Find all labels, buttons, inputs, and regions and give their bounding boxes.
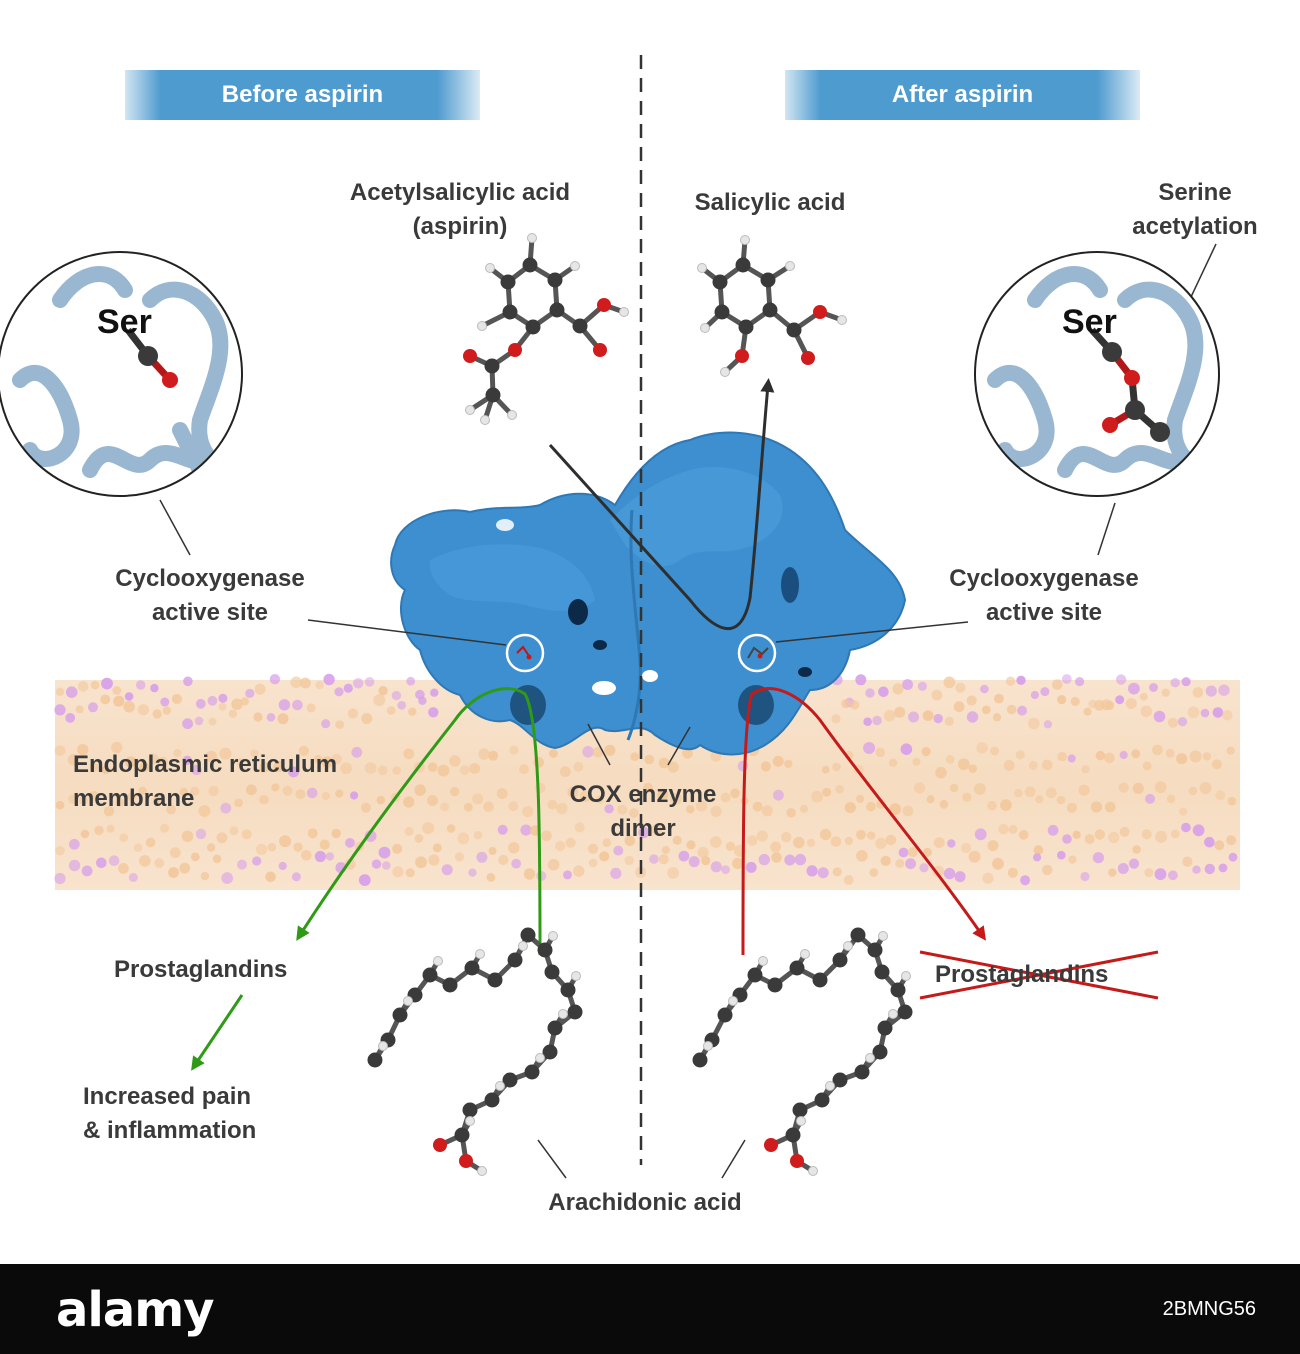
active-site-left-line2: active site: [151, 599, 269, 626]
arachidonic-acid-right-molecule: [692, 927, 913, 1176]
arachidonic-acid-left-molecule: [367, 927, 583, 1176]
active-site-right: [737, 633, 777, 673]
arachidonic-acid-label: Arachidonic acid: [548, 1189, 742, 1216]
blocked-cross: [919, 950, 1159, 1000]
active-site-left: [505, 633, 545, 673]
aspirin-pathway-arrow: [548, 378, 775, 631]
pain-line1: Increased pain: [83, 1083, 252, 1110]
zoom-circle-left: [0, 251, 243, 497]
salicylic-acid-label: Salicylic acid: [694, 189, 846, 216]
ser-label-left: Ser: [97, 303, 152, 341]
salicylic-acid-molecule: [697, 235, 847, 377]
active-site-left-line1: Cyclooxygenase: [115, 565, 305, 592]
green-arrow-pain: [191, 994, 244, 1071]
footer-logo: alamy: [56, 1282, 215, 1338]
lipid-heads: [54, 673, 1238, 886]
footer-bar: alamy 2BMNG56: [0, 1264, 1300, 1354]
membrane-label-line2: membrane: [73, 785, 195, 812]
aspirin-molecule: [463, 233, 629, 425]
before-aspirin-header: Before aspirin: [125, 70, 480, 120]
ser-stick-left: [125, 327, 178, 388]
cox-dimer-label: COX enzyme dimer: [548, 778, 738, 846]
aspirin-label: Acetylsalicylic acid (aspirin): [320, 176, 600, 244]
membrane-label: Endoplasmic reticulum membrane: [73, 748, 337, 816]
ser-label-right: Ser: [1062, 303, 1117, 341]
active-site-right-line2: active site: [985, 599, 1103, 626]
serine-acetylation-label: Serine acetylation: [1110, 176, 1280, 244]
green-arrow-prostaglandins: [296, 687, 542, 956]
cox-dimer-line2: dimer: [610, 815, 676, 842]
diagram-artwork: [0, 55, 1240, 1179]
prostaglandins-label: Prostaglandins: [114, 956, 288, 983]
active-site-right-line1: Cyclooxygenase: [949, 565, 1139, 592]
cox-dimer-line1: COX enzyme: [569, 781, 717, 808]
footer-image-id: 2BMNG56: [1162, 1298, 1256, 1320]
pain-inflammation-label: Increased pain & inflammation: [83, 1080, 256, 1148]
zoom-circle-right: [974, 251, 1220, 497]
active-site-label-left: Cyclooxygenase active site: [105, 562, 315, 630]
membrane-label-line1: Endoplasmic reticulum: [73, 751, 338, 778]
aspirin-label-line1: Acetylsalicylic acid: [349, 179, 571, 206]
prostaglandins-blocked-label: Prostaglandins: [935, 961, 1109, 988]
pain-line2: & inflammation: [83, 1117, 257, 1144]
cox-enzyme-dimer: [390, 431, 907, 756]
serine-acetylation-line2: acetylation: [1132, 213, 1258, 240]
acetyl-serine-stick: [1089, 327, 1170, 442]
aspirin-label-line2: (aspirin): [412, 213, 508, 240]
red-arrow-blocked: [741, 687, 986, 956]
after-aspirin-header: After aspirin: [785, 70, 1140, 120]
serine-acetylation-line1: Serine: [1158, 179, 1232, 206]
active-site-label-right: Cyclooxygenase active site: [924, 562, 1164, 630]
